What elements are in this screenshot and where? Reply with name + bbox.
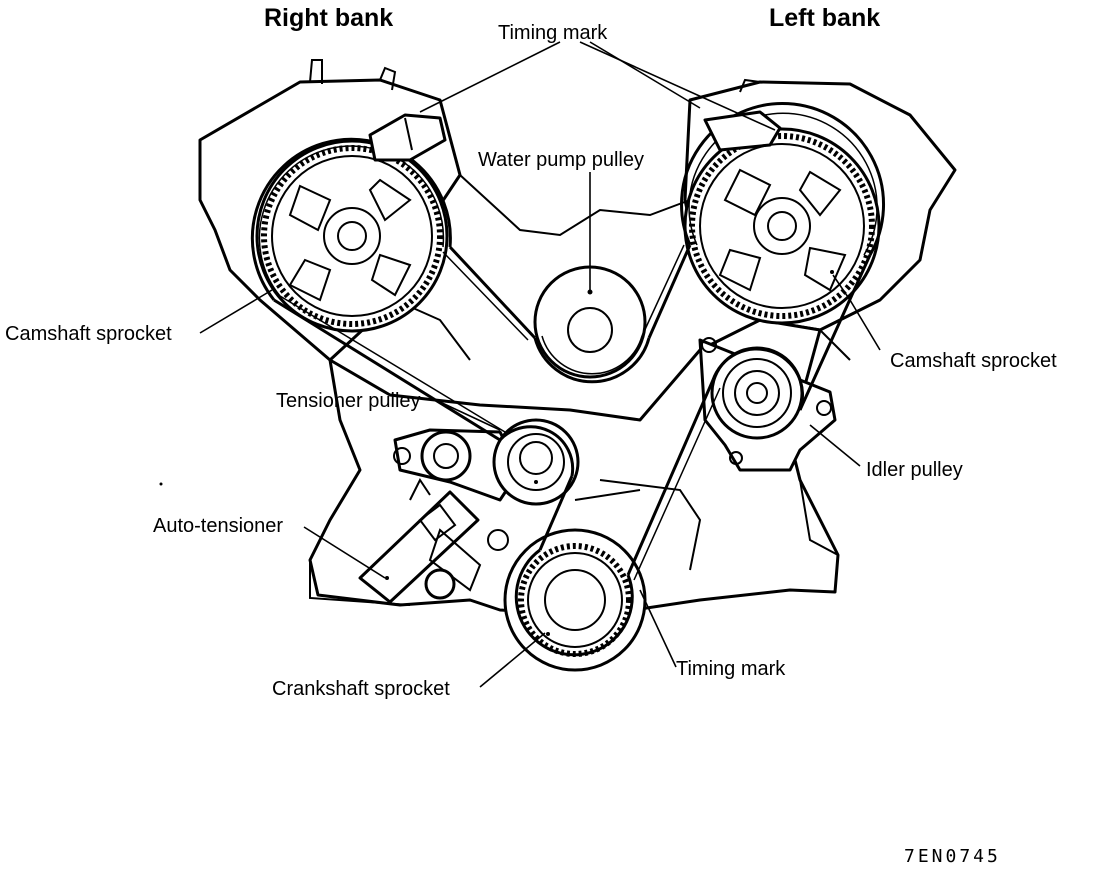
timing-mark-pieces: [368, 110, 782, 162]
leader-lines: [199, 41, 881, 688]
right-bank-header: Right bank: [264, 4, 393, 32]
crankshaft-sprocket: [503, 528, 647, 672]
auto-tensioner-label: Auto-tensioner: [153, 515, 283, 537]
timing-mark-bottom-label: Timing mark: [676, 658, 786, 680]
water-pump-pulley-label: Water pump pulley: [478, 149, 644, 171]
camshaft-sprocket-left-label: Camshaft sprocket: [5, 323, 172, 345]
timing-mark-top-label: Timing mark: [498, 22, 608, 44]
idler-pulley: [698, 337, 837, 472]
auto-tensioner: [358, 478, 509, 604]
tensioner-pulley-label: Tensioner pulley: [276, 390, 421, 412]
right-camshaft-sprocket: [255, 139, 449, 333]
timing-belt: [250, 102, 885, 657]
figure-code: 7EN0745: [904, 846, 1001, 867]
crankshaft-sprocket-label: Crankshaft sprocket: [272, 678, 450, 700]
idler-pulley-label: Idler pulley: [866, 459, 963, 481]
left-bank-header: Left bank: [769, 4, 880, 32]
camshaft-sprocket-right-label: Camshaft sprocket: [890, 350, 1057, 372]
left-camshaft-sprocket: [683, 127, 881, 325]
tensioner-pulley: [393, 418, 580, 506]
